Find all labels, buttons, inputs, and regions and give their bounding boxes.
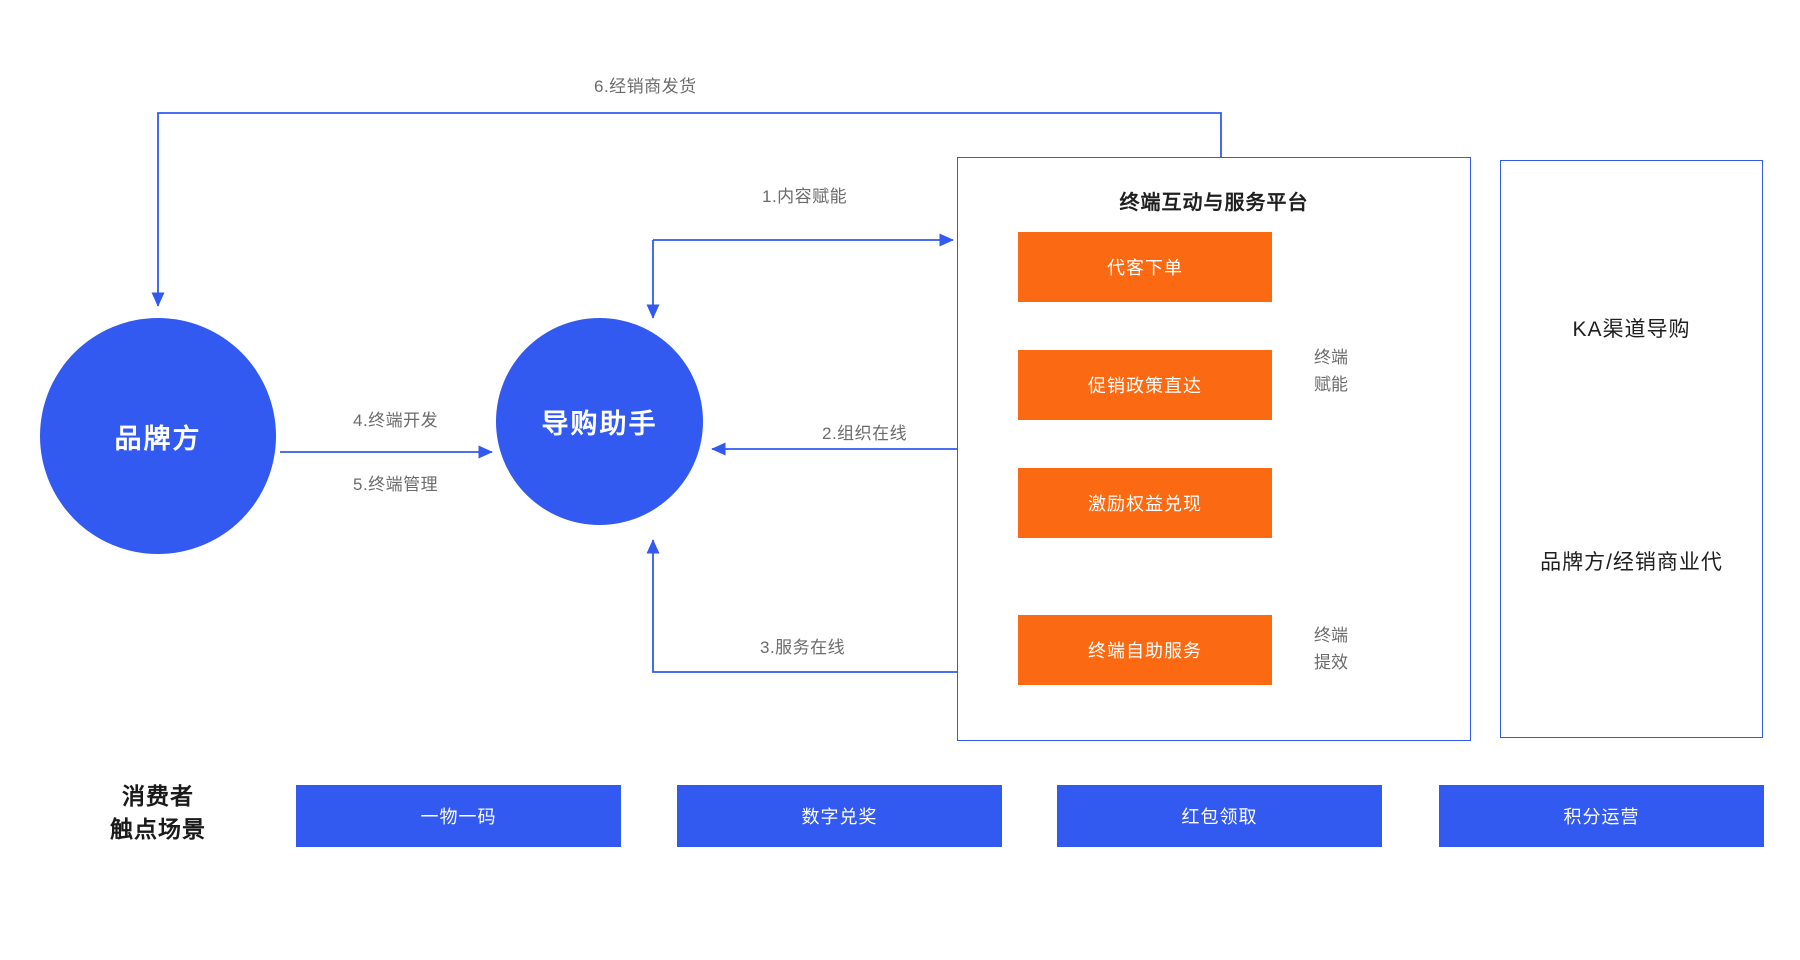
node-shopping-guide-assistant[interactable]: 导购助手 [496,318,703,525]
feature-box-label: 激励权益兑现 [1088,494,1202,514]
node-brand-owner[interactable]: 品牌方 [40,318,276,554]
feature-box-label: 代客下单 [1107,258,1183,278]
node-brand-owner-label: 品牌方 [114,423,202,454]
platform-panel-title: 终端互动与服务平台 [1119,192,1309,214]
touchpoint-chip-red-packet-claim[interactable]: 红包领取 [1057,785,1382,847]
feature-box-terminal-self-service[interactable]: 终端自助服务 [1018,615,1272,685]
ka-channel-panel: KA渠道导购 品牌方/经销商业代 [1500,160,1763,738]
touchpoint-chip-points-operation[interactable]: 积分运营 [1439,785,1764,847]
consumer-touchpoint-title: 消费者 触点场景 [88,780,228,847]
feature-box-promotion-policy-delivery[interactable]: 促销政策直达 [1018,350,1272,420]
edge-label-terminal-development: 4.终端开发 [353,411,439,430]
brand-distributor-agent-label: 品牌方/经销商业代 [1540,551,1723,574]
node-shopping-guide-assistant-label: 导购助手 [541,409,658,439]
edge-1-content-empowerment [646,233,954,319]
edge-label-organization-online: 2.组织在线 [822,424,908,443]
ka-channel-guide-label: KA渠道导购 [1572,318,1691,341]
bracket-label-terminal-empowerment: 终端赋能 [1314,348,1348,395]
touchpoint-chip-label: 红包领取 [1181,807,1258,827]
edge-label-service-online: 3.服务在线 [760,638,846,657]
touchpoint-chip-one-item-one-code[interactable]: 一物一码 [296,785,621,847]
platform-panel: 终端互动与服务平台 代客下单 促销政策直达 激励权益兑现 终端自助服务 终端赋能… [957,157,1471,741]
touchpoint-chip-label: 数字兑奖 [801,807,878,827]
consumer-touchpoint-title-line-1: 消费者 [122,783,194,809]
touchpoint-chip-label: 一物一码 [420,807,497,827]
touchpoint-chip-label: 积分运营 [1563,807,1640,827]
consumer-touchpoint-title-line-2: 触点场景 [110,816,206,843]
edge-label-content-empowerment: 1.内容赋能 [762,187,848,206]
edge-label-terminal-management: 5.终端管理 [353,475,439,494]
bracket-label-terminal-efficiency: 终端提效 [1314,626,1348,673]
feature-box-label: 终端自助服务 [1088,641,1202,661]
feature-box-incentive-redemption[interactable]: 激励权益兑现 [1018,468,1272,538]
edge-label-dealer-shipment: 6.经销商发货 [594,77,697,96]
touchpoint-chip-digital-prize-redemption[interactable]: 数字兑奖 [677,785,1002,847]
feature-box-label: 促销政策直达 [1088,376,1202,396]
feature-box-proxy-ordering[interactable]: 代客下单 [1018,232,1272,302]
